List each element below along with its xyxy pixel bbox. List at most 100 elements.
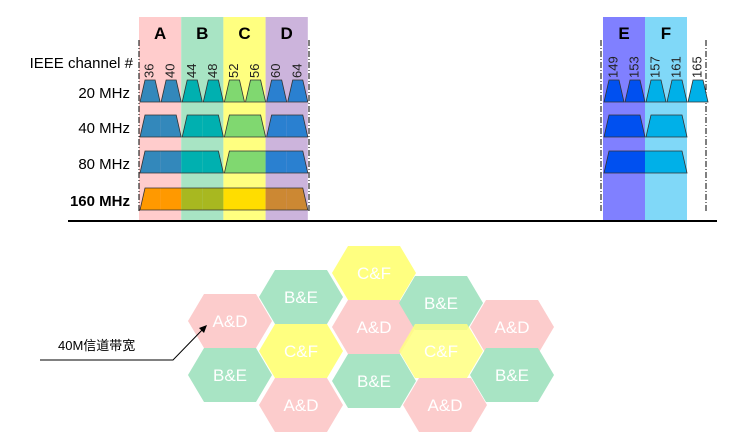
channel-bar-165 xyxy=(687,79,709,103)
hexagon-label: B&E xyxy=(495,366,529,385)
channel-bar-segment xyxy=(666,151,687,173)
channel-bar-44-48 xyxy=(181,114,224,138)
channel-bar-segment xyxy=(140,188,161,210)
channel-bar-149-153 xyxy=(603,114,646,138)
channel-bar-segment xyxy=(667,80,687,102)
cell-hexagon: A&D xyxy=(403,378,487,432)
channel-bar-segment xyxy=(286,188,308,210)
channel-number: 153 xyxy=(627,56,642,78)
hexagon-label: B&E xyxy=(424,294,458,313)
channel-bar-64 xyxy=(287,79,309,103)
hexagon-label: C&F xyxy=(424,342,458,361)
channel-bar-segment xyxy=(645,151,666,173)
channel-number: 36 xyxy=(142,64,157,78)
channel-number: 64 xyxy=(289,64,304,78)
channel-bar-segment xyxy=(604,80,624,102)
channel-bar-segment xyxy=(160,188,182,210)
cell-hexagon: A&D xyxy=(470,300,554,354)
row-label-40mhz: 40 MHz xyxy=(78,120,130,137)
channel-bar-segment xyxy=(161,80,182,102)
hexagon-shape xyxy=(259,270,343,324)
channel-bar-36-40 xyxy=(139,114,182,138)
hexagon-shape xyxy=(188,294,272,348)
channel-bar-60-64 xyxy=(266,114,309,138)
group-label: B xyxy=(196,24,208,43)
row-label-20mhz: 20 MHz xyxy=(78,85,130,102)
channel-bar-52-56 xyxy=(223,114,267,138)
channel-bar-segment xyxy=(266,115,287,137)
channel-number: 165 xyxy=(690,56,705,78)
hexagon-shape xyxy=(332,354,416,408)
channel-bar-157 xyxy=(645,79,667,103)
group-label: C xyxy=(238,24,250,43)
cell-hexagon: B&E xyxy=(332,354,416,408)
channel-bar-segment xyxy=(624,151,645,173)
cell-hexagon: B&E xyxy=(399,276,483,330)
channel-bar-segment xyxy=(224,80,245,102)
channel-bar-segment xyxy=(625,80,645,102)
channel-bar-segment xyxy=(182,80,203,102)
channel-bar-149 xyxy=(603,79,625,103)
channel-bar-153 xyxy=(624,79,646,103)
channel-bar-segment xyxy=(244,151,266,173)
channel-bar-161 xyxy=(666,79,688,103)
channel-bar-segment xyxy=(688,80,708,102)
channel-bar-segment xyxy=(202,151,224,173)
hexagon-shape xyxy=(188,348,272,402)
channel-bar-segment xyxy=(624,115,645,137)
cell-hexagon: B&E xyxy=(188,348,272,402)
channel-number: 60 xyxy=(268,64,283,78)
group-label: D xyxy=(281,24,293,43)
channel-bar-segment xyxy=(160,151,182,173)
channel-number: 52 xyxy=(226,64,241,78)
hexagon-shape xyxy=(399,276,483,330)
channel-bar-segment xyxy=(202,188,224,210)
hexagon-label: C&F xyxy=(284,342,318,361)
channel-bar-segment xyxy=(666,115,687,137)
cell-hexagon: C&F xyxy=(332,246,416,300)
channel-bar-segment xyxy=(265,188,287,210)
channel-bar-segment xyxy=(604,115,624,137)
channel-bar-segment xyxy=(182,115,203,137)
channel-number: 157 xyxy=(648,56,663,78)
channel-bar-40 xyxy=(160,79,182,103)
channel-bar-segment xyxy=(140,151,161,173)
channel-bar-segment xyxy=(265,151,287,173)
channel-bar-segment xyxy=(224,115,245,137)
channel-bar-segment xyxy=(604,151,624,173)
channel-bar-segment xyxy=(266,80,287,102)
hexagon-shape xyxy=(332,300,416,354)
annotation-arrow-line xyxy=(40,326,206,361)
hexagon-shape xyxy=(399,324,483,378)
channel-bar-157-161 xyxy=(645,114,688,138)
hexagon-label: B&E xyxy=(213,366,247,385)
channel-bar-segment xyxy=(224,151,245,173)
channel-bar-segment xyxy=(223,188,245,210)
channel-bar-52 xyxy=(223,79,246,103)
hexagon-label: A&D xyxy=(284,396,319,415)
channel-bar-segment xyxy=(646,80,666,102)
channel-bar-36-40-44-48-52-56-60-64 xyxy=(139,187,309,211)
cell-hexagon: A&D xyxy=(332,300,416,354)
hexagon-label: A&D xyxy=(428,396,463,415)
channel-bar-segment xyxy=(286,115,308,137)
channel-bar-56 xyxy=(244,79,267,103)
hexagon-shape xyxy=(403,378,487,432)
group-label: F xyxy=(661,24,671,43)
hexagon-label: A&D xyxy=(213,312,248,331)
row-label-80mhz: 80 MHz xyxy=(78,156,130,173)
group-label: A xyxy=(154,24,166,43)
channel-bar-36-40-44-48 xyxy=(139,150,224,174)
channel-bar-segment xyxy=(245,80,266,102)
hexagon-shape xyxy=(332,246,416,300)
channel-bar-segment xyxy=(244,188,266,210)
channel-bar-36 xyxy=(139,79,161,103)
channel-bar-48 xyxy=(202,79,224,103)
channel-header-label: IEEE channel # xyxy=(30,55,134,72)
channel-bar-segment xyxy=(286,151,308,173)
hexagon-label: B&E xyxy=(284,288,318,307)
hexagon-shape xyxy=(259,324,343,378)
cell-hexagon: A&D xyxy=(259,378,343,432)
cell-hexagon: A&D xyxy=(188,294,272,348)
